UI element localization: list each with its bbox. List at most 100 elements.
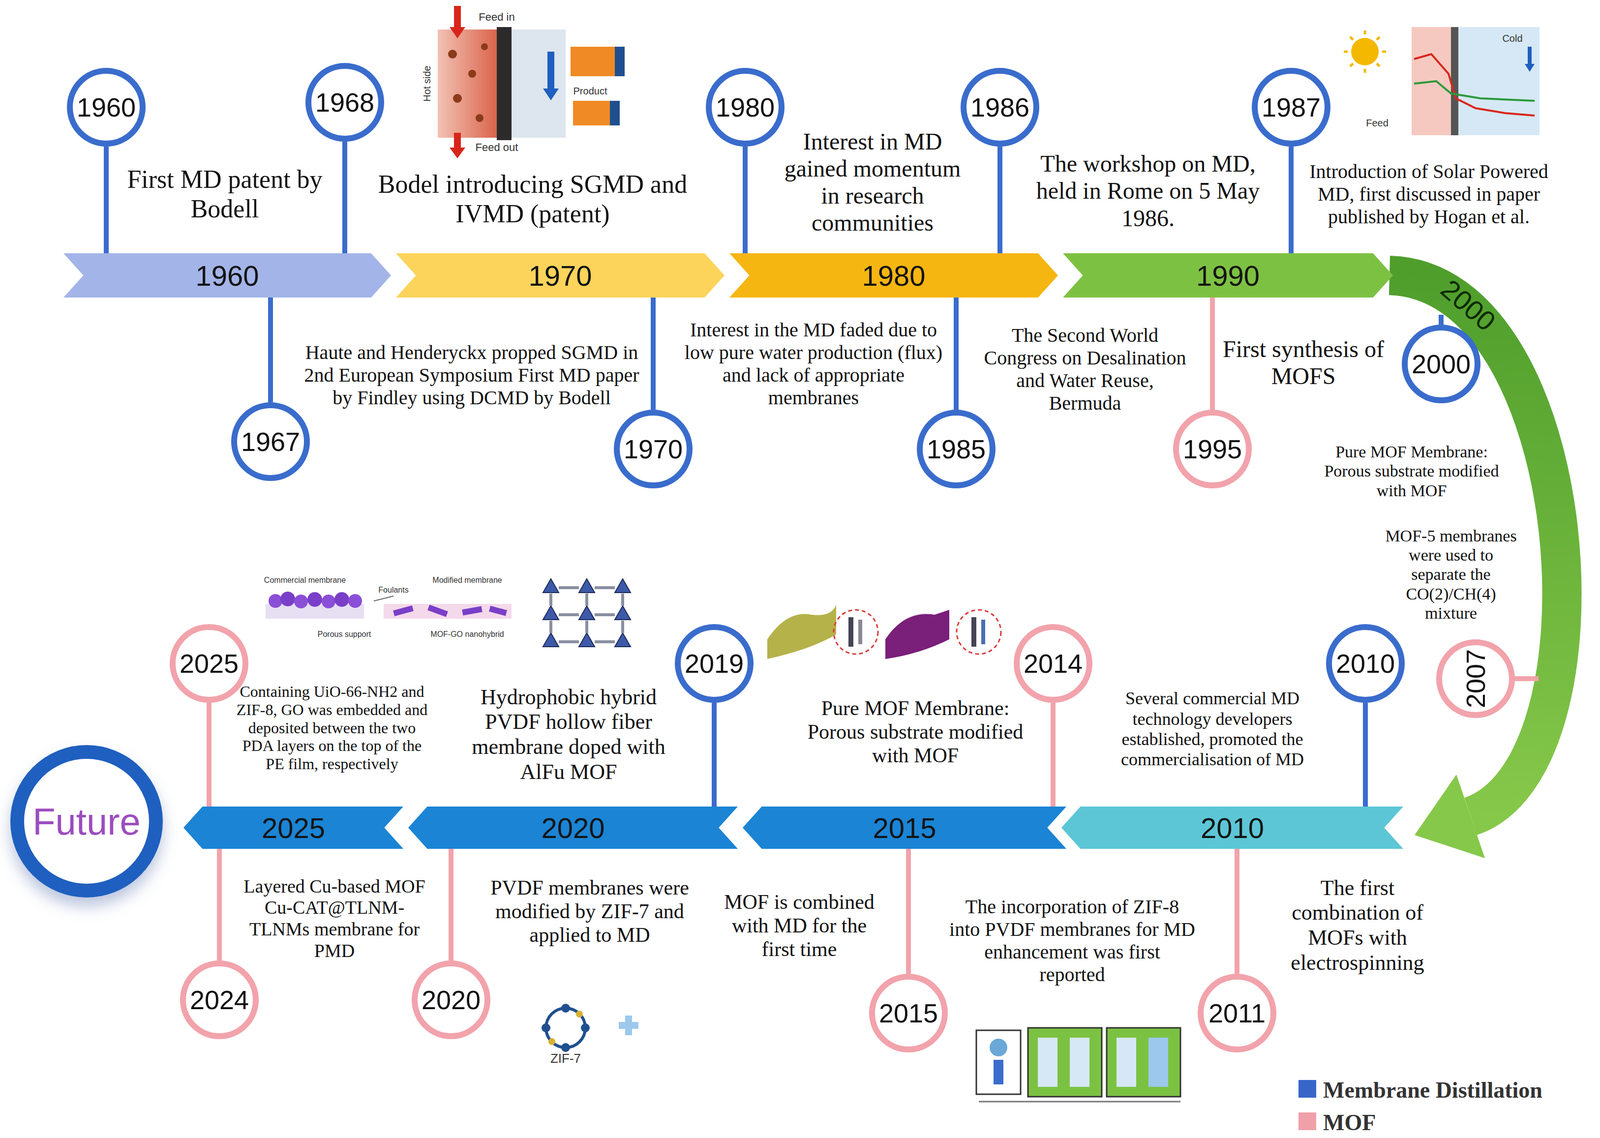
- year-circle: 2025: [169, 624, 249, 703]
- year-label: 2020: [541, 811, 605, 845]
- timeline-band: 2015: [742, 806, 1067, 849]
- year-label: 2019: [684, 648, 744, 679]
- year-circle: 1986: [960, 67, 1040, 147]
- milestone-note: The incorporation of ZIF-8 into PVDF mem…: [949, 895, 1196, 987]
- year-label: 2025: [261, 811, 326, 845]
- year-circle: 1967: [231, 402, 310, 482]
- figure-label: Feed in: [457, 11, 537, 24]
- curved-band: 2000: [1428, 295, 1508, 315]
- mof-linker: [594, 613, 615, 617]
- year-label: 2024: [189, 984, 249, 1016]
- figure-label: ZIF-7: [541, 1051, 591, 1066]
- figure-label: Cold: [1490, 32, 1535, 44]
- mof-linker: [594, 586, 615, 590]
- mof-node: [543, 633, 559, 647]
- year-circle: 1970: [613, 409, 693, 489]
- milestone-note: Pure MOF Membrane: Porous substrate modi…: [799, 696, 1031, 768]
- mof-node: [614, 605, 631, 620]
- pin-stem: [742, 146, 748, 254]
- milestone-note: MOF-5 membranes were used to separate th…: [1382, 526, 1520, 623]
- mof-node: [614, 633, 631, 647]
- mof-node: [614, 578, 631, 593]
- pin-stem: [997, 146, 1003, 254]
- year-circle: 2015: [869, 973, 948, 1053]
- band-fill: [63, 253, 392, 298]
- milestone-note: The workshop on MD, held in Rome on 5 Ma…: [1025, 150, 1271, 232]
- legend-text: Membrane Distillation: [1323, 1077, 1543, 1104]
- year-label: 2007: [1460, 649, 1491, 709]
- year-circle: 2007: [1436, 639, 1515, 719]
- year-label: 1990: [1196, 259, 1260, 293]
- pin-stem: [953, 297, 959, 410]
- figure-label: Porous support: [307, 630, 382, 639]
- year-label: 2015: [878, 997, 938, 1029]
- milestone-note: Interest in the MD faded due to low pure…: [680, 318, 947, 410]
- milestone-note: Several commercial MD technology develop…: [1104, 688, 1321, 771]
- figure-label: Product: [560, 85, 620, 97]
- timeline-band: 2020: [408, 806, 738, 849]
- figure-label: Modified membrane: [422, 575, 512, 585]
- figure-label: Foulants: [371, 585, 416, 595]
- milestone-note: Introduction of Solar Powered MD, first …: [1298, 160, 1560, 229]
- mof-structure-figure: [543, 578, 631, 647]
- mof-node: [578, 605, 595, 620]
- milestone-note: Pure MOF Membrane: Porous substrate modi…: [1313, 442, 1510, 500]
- mof-node: [543, 605, 559, 620]
- future-text: Future: [32, 800, 141, 844]
- year-label: 1995: [1182, 433, 1242, 465]
- timeline-band: 1980: [729, 253, 1058, 298]
- mof-linker: [621, 620, 625, 634]
- figure-label: Feed out: [457, 141, 537, 154]
- md-module-figure: [437, 5, 625, 159]
- year-label: 2025: [179, 648, 239, 679]
- timeline-band: 2010: [1061, 806, 1404, 849]
- year-label: 2011: [1208, 997, 1266, 1029]
- pvdf-zif8-figure: [976, 1027, 1181, 1102]
- milestone-note: MOF is combined with MD for the first ti…: [713, 890, 886, 962]
- year-label: 1970: [528, 259, 592, 293]
- pin-stem: [1362, 702, 1368, 807]
- figure-label: Commercial membrane: [255, 575, 355, 585]
- timeline-band: 1960: [63, 253, 392, 298]
- figure-label: MOF-GO nanohybrid: [422, 630, 512, 639]
- milestone-note: PVDF membranes were modified by ZIF-7 an…: [474, 875, 706, 948]
- band-fill: [1061, 806, 1404, 849]
- mof-linker: [558, 586, 579, 590]
- band-fill: [729, 253, 1058, 298]
- figure-label: Hot side: [421, 51, 433, 116]
- mof-linker: [621, 593, 625, 606]
- year-circle: 1995: [1173, 409, 1252, 489]
- mof-linker: [594, 640, 615, 644]
- mof-sheet-figure: [767, 604, 1001, 660]
- year-circle: 2000: [1401, 324, 1481, 404]
- milestone-note: The Second World Congress on Desalinatio…: [981, 324, 1189, 415]
- year-label: 2020: [421, 984, 481, 1016]
- pin-stem: [103, 146, 109, 254]
- year-circle: 1987: [1251, 67, 1331, 147]
- year-label: 2010: [1335, 648, 1395, 679]
- pin-stem: [216, 848, 222, 961]
- year-circle: 2024: [180, 960, 259, 1040]
- milestone-note: Interest in MD gained momentum in resear…: [774, 127, 971, 237]
- legend-text: MOF: [1323, 1109, 1376, 1136]
- year-circle: 1985: [916, 409, 996, 489]
- year-circle: 2019: [674, 624, 754, 703]
- pin-stem: [1438, 314, 1444, 325]
- pin-stem: [650, 297, 656, 410]
- timeline-band: 1990: [1062, 253, 1393, 298]
- mof-linker: [558, 640, 579, 644]
- mof-linker: [558, 613, 579, 617]
- year-label: 1985: [926, 433, 986, 465]
- year-label: 2000: [1411, 348, 1471, 380]
- year-label: 1967: [241, 426, 301, 457]
- year-label: 1980: [715, 91, 775, 123]
- curved-arrow: [1389, 275, 1563, 817]
- year-label: 1980: [861, 259, 926, 293]
- arrow-head: [1414, 774, 1485, 859]
- year-circle: 1980: [705, 67, 785, 147]
- milestone-note: Containing UiO-66-NH2 and ZIF-8, GO was …: [236, 682, 428, 774]
- year-label: 1968: [315, 87, 375, 118]
- year-circle: 2011: [1197, 973, 1277, 1053]
- year-circle: 1960: [66, 67, 146, 147]
- legend-swatch: [1298, 1112, 1317, 1131]
